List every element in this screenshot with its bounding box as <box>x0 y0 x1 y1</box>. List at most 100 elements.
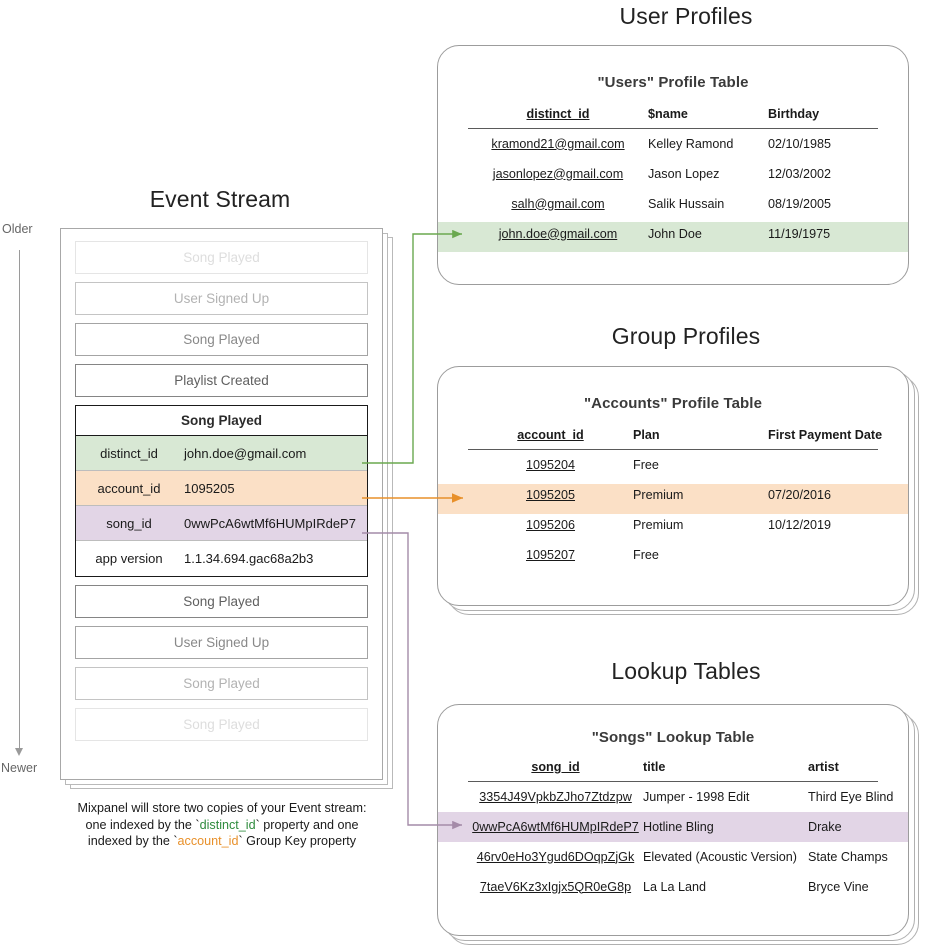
table-cell: Salik Hussain <box>648 196 725 211</box>
accounts-table-title: "Accounts" Profile Table <box>583 395 763 412</box>
caption-line-1: Mixpanel will store two copies of your E… <box>77 801 367 815</box>
event-property-row: app version 1.1.34.694.gac68a2b3 <box>76 541 367 576</box>
event-box[interactable]: Song Played <box>75 323 368 356</box>
table-cell: Third Eye Blind <box>808 789 894 804</box>
event-property-key: distinct_id <box>100 445 158 461</box>
user-profiles-title: User Profiles <box>619 3 753 29</box>
event-property-row: song_id 0wwPcA6wtMf6HUMpIRdeP7 <box>76 506 367 541</box>
caption-line-3-pre: indexed by the ` <box>87 834 178 848</box>
timeline-label-older: Older <box>2 222 33 236</box>
users-table-title: "Users" Profile Table <box>597 74 749 91</box>
table-column-header: First Payment Date <box>768 428 882 450</box>
table-cell: 02/10/1985 <box>768 136 832 151</box>
caption-line-2-post: ` property and one <box>255 817 359 832</box>
table-cell: 1095207 <box>525 547 576 562</box>
table-cell: 1095206 <box>525 517 576 532</box>
table-cell <box>768 450 878 480</box>
table-cell: Bryce Vine <box>808 879 869 894</box>
event-box[interactable]: User Signed Up <box>75 282 368 315</box>
table-cell: 08/19/2005 <box>768 196 832 211</box>
table-row[interactable]: kramond21@gmail.com Kelley Ramond 02/10/19… <box>468 129 878 159</box>
table-column-header: song_id <box>468 760 643 782</box>
timeline-line <box>19 250 21 752</box>
event-property-value: 1.1.34.694.gac68a2b3 <box>184 551 314 566</box>
lookup-tables-title: Lookup Tables <box>611 658 761 684</box>
event-box[interactable]: User Signed Up <box>75 626 368 659</box>
event-box[interactable]: Song Played <box>75 667 368 700</box>
table-column-header: artist <box>808 760 878 782</box>
table-cell: john.doe@gmail.com <box>498 226 618 241</box>
table-cell: Kelley Ramond <box>648 136 734 151</box>
caption-line-2-pre: one indexed by the ` <box>85 817 200 832</box>
table-cell: Jason Lopez <box>648 166 720 181</box>
group-profiles-title: Group Profiles <box>611 323 761 349</box>
table-cell: Premium <box>633 487 684 502</box>
table-cell: Premium <box>633 517 684 532</box>
table-cell: La La Land <box>643 879 707 894</box>
caption-distinct-id: distinct_id <box>199 817 256 832</box>
table-cell: 7taeV6Kz3xIgjx5QR0eG8p <box>479 879 632 894</box>
table-cell: Drake <box>808 819 842 834</box>
event-box[interactable]: Song Played <box>75 708 368 741</box>
timeline-label-newer: Newer <box>1 761 38 775</box>
table-cell: 11/19/1975 <box>768 226 831 241</box>
table-row[interactable]: jasonlopez@gmail.com Jason Lopez 12/03/200… <box>468 159 878 189</box>
event-box-label: User Signed Up <box>173 291 270 306</box>
event-property-value: 1095205 <box>184 480 235 496</box>
table-cell: 1095204 <box>525 457 576 472</box>
table-column-header: title <box>643 760 808 782</box>
event-box[interactable]: Song Played <box>75 585 368 618</box>
event-box-label: Song Played <box>183 332 260 347</box>
event-box[interactable]: Playlist Created <box>75 364 368 397</box>
table-cell: 12/03/2002 <box>768 166 832 181</box>
table-cell: kramond21@gmail.com <box>491 136 625 151</box>
table-cell: State Champs <box>808 849 888 864</box>
caption-account-id: account_id <box>177 834 239 848</box>
event-property-value: 0wwPcA6wtMf6HUMpIRdeP7 <box>184 515 356 531</box>
table-column-header: Birthday <box>768 107 878 129</box>
event-box-label: Song Played <box>183 676 260 691</box>
event-box[interactable]: Song Played <box>75 241 368 274</box>
table-column-header: Plan <box>633 428 768 450</box>
event-box-label: Song Played <box>183 717 260 732</box>
table-cell: Hotline Bling <box>643 819 714 834</box>
table-column-header: account_id <box>468 428 633 450</box>
table-row[interactable]: 7taeV6Kz3xIgjx5QR0eG8p La La Land Bryce Vi… <box>468 872 878 902</box>
songs-table-title: "Songs" Lookup Table <box>591 729 755 746</box>
table-cell <box>768 540 878 570</box>
table-row[interactable]: john.doe@gmail.com John Doe 11/19/1975 <box>468 219 878 249</box>
users-highlight-band <box>438 222 908 252</box>
accounts-highlight-band <box>438 484 908 514</box>
event-property-key: app version <box>95 551 163 566</box>
table-cell: Jumper - 1998 Edit <box>643 789 750 804</box>
timeline-arrow-icon <box>15 748 23 756</box>
event-property-key: song_id <box>106 515 152 531</box>
event-box-label: Song Played <box>183 250 260 265</box>
table-cell: 46rv0eHo3Ygud6DOqpZjGk <box>476 849 635 864</box>
table-column-header: distinct_id <box>468 107 648 129</box>
table-cell: jasonlopez@gmail.com <box>492 166 624 181</box>
table-cell: John Doe <box>648 226 702 241</box>
event-box-label: User Signed Up <box>173 635 270 650</box>
table-cell: 07/20/2016 <box>768 487 832 502</box>
